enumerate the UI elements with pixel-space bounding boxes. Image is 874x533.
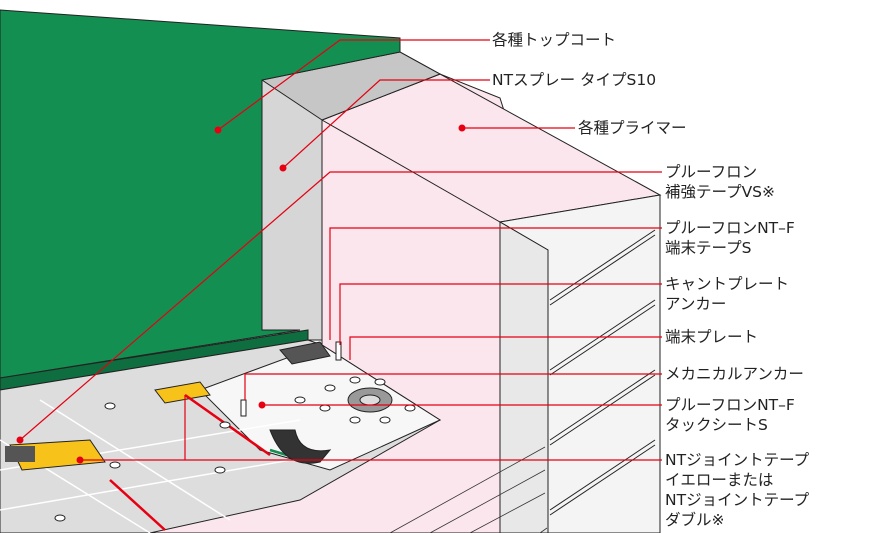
mesh-tape xyxy=(5,446,35,462)
label-endplate: 端末プレート xyxy=(665,328,759,346)
label-topcoat: 各種トップコート xyxy=(492,31,617,49)
label-mechanchor: メカニカルアンカー xyxy=(665,365,804,383)
label-spray: NTスプレー タイプS10 xyxy=(492,71,657,89)
concrete-hatch xyxy=(549,229,656,516)
mech-anchor xyxy=(240,399,247,417)
label-joint-1: NTジョイントテープ xyxy=(665,451,810,469)
label-tacksheet-1: プルーフロンNT–F xyxy=(665,396,795,414)
primer-hatch xyxy=(389,446,548,533)
joint-tape-2 xyxy=(154,381,211,404)
peel-curl xyxy=(269,429,332,464)
cant-anchor xyxy=(335,341,342,361)
label-cantanchor-2: アンカー xyxy=(665,295,727,313)
red-seam xyxy=(109,479,166,531)
label-endtape-2: 端末テープS xyxy=(665,239,752,257)
end-plate xyxy=(279,341,331,365)
label-primer: 各種プライマー xyxy=(578,119,687,137)
parapet-side xyxy=(499,221,549,533)
washers xyxy=(54,376,416,522)
label-joint-4: ダブル※ xyxy=(665,511,725,529)
label-cantanchor-1: キャントプレート xyxy=(665,275,790,293)
leader-dots xyxy=(16,124,466,464)
label-reinforce-2: 補強テープVS※ xyxy=(665,183,775,201)
label-endtape-1: プルーフロンNT–F xyxy=(665,219,795,237)
label-tacksheet-2: タックシートS xyxy=(665,416,768,434)
leader-lines xyxy=(19,39,662,461)
label-joint-3: NTジョイントテープ xyxy=(665,491,810,509)
label-reinforce-1: プルーフロン xyxy=(665,163,758,181)
label-joint-2: イエローまたは xyxy=(665,471,774,489)
